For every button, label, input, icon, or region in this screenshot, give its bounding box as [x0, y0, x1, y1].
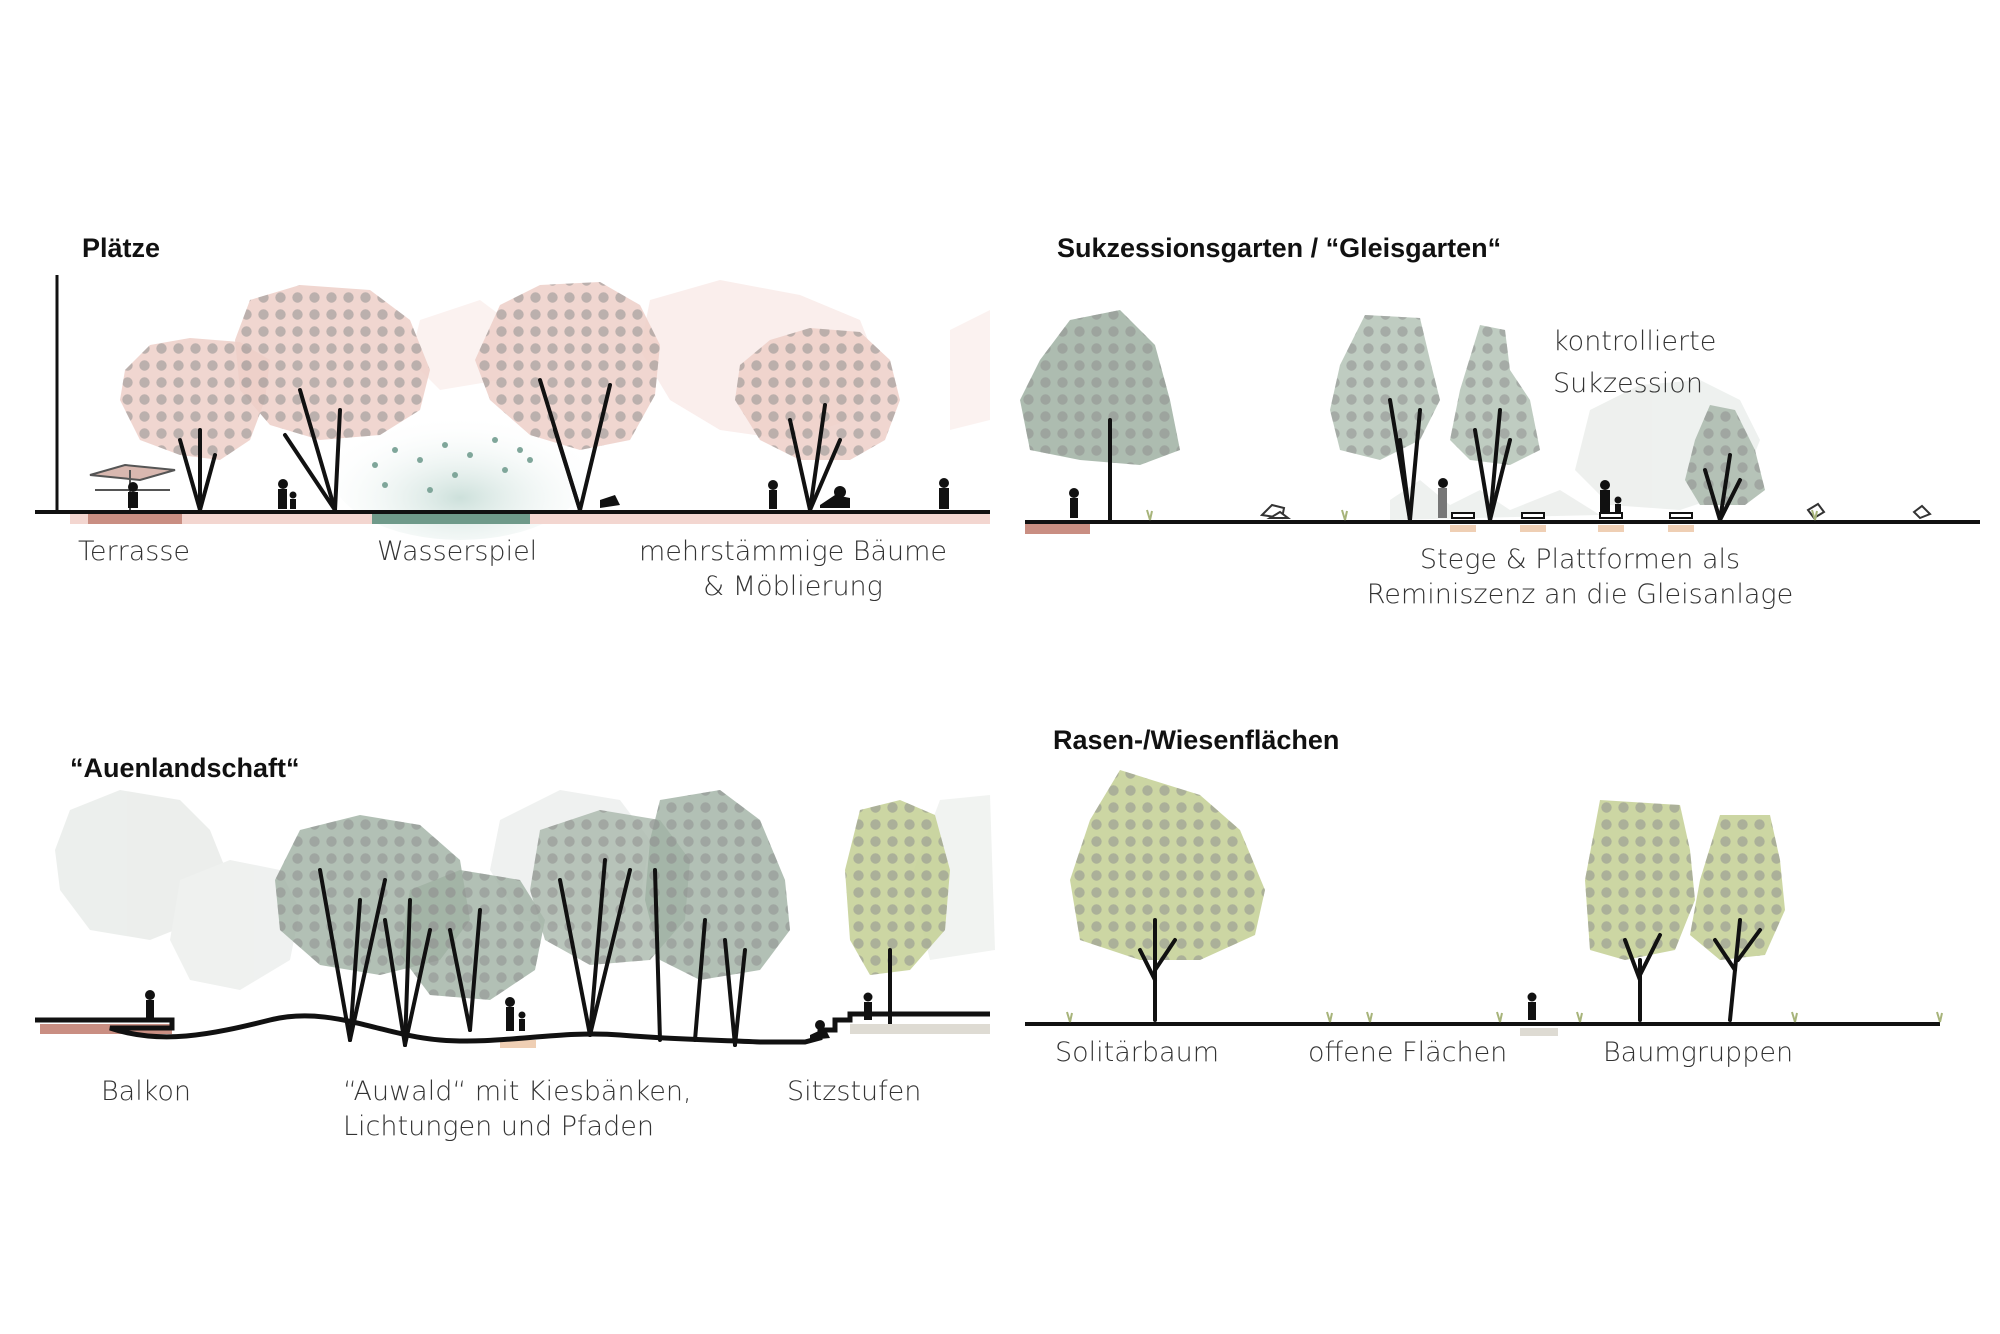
people-plaetze	[128, 478, 949, 509]
canopy-1	[120, 338, 270, 460]
path-mark	[1520, 1028, 1558, 1036]
section-title-plaetze: Plätze	[82, 233, 161, 263]
canopy-a4	[645, 790, 790, 980]
water-spray-dots	[372, 437, 533, 493]
platform-benches	[1451, 512, 1693, 519]
stones	[1259, 502, 1932, 520]
canopy-r3	[1690, 815, 1785, 960]
canopy-r2	[1585, 800, 1695, 960]
terrain-line-auen	[35, 1011, 990, 1045]
canopy-a5	[845, 800, 950, 975]
canopy-2	[235, 285, 430, 440]
label-kontrolliert-line2: Sukzession	[1553, 368, 1703, 399]
canopy-s2	[1330, 315, 1440, 460]
section-plaetze	[35, 275, 990, 540]
label-kontrolliert-line1: kontrollierte	[1553, 326, 1717, 357]
label-balkon: Balkon	[101, 1076, 192, 1107]
label-stege-line2: Reminiszenz an die Gleisanlage	[1366, 579, 1794, 610]
people-sukzession	[1069, 478, 1622, 518]
label-offene-flaechen: offene Flächen	[1308, 1037, 1508, 1068]
section-sukzession	[1020, 310, 1980, 534]
tree-trunks-rasen	[1138, 918, 1762, 1022]
ground-water-strip	[372, 514, 530, 524]
person-rasen	[1527, 992, 1537, 1020]
people-auen	[145, 990, 873, 1040]
tree-trunks-auen	[318, 858, 892, 1047]
section-title-auen: “Auenlandschaft“	[70, 753, 300, 783]
label-solitaerbaum: Solitärbaum	[1055, 1037, 1219, 1068]
canopy-s1	[1020, 310, 1180, 465]
platform-marks	[1450, 525, 1694, 532]
section-title-sukzession: Sukzessionsgarten / “Gleisgarten“	[1057, 233, 1502, 263]
canopy-s4	[1685, 405, 1765, 505]
tree-trunks	[178, 378, 842, 512]
label-sitzstufen: Sitzstufen	[787, 1076, 922, 1107]
ground-terrace-strip	[88, 514, 182, 524]
ground-pink-mark	[1025, 524, 1090, 534]
canopy-s3	[1450, 325, 1540, 465]
section-rasen	[1025, 770, 1940, 1036]
section-title-rasen: Rasen-/Wiesenflächen	[1053, 725, 1340, 755]
steps-grey	[850, 1024, 990, 1034]
label-auwald-line1: “Auwald“ mit Kiesbänken,	[343, 1076, 692, 1107]
section-auen	[35, 790, 995, 1048]
canopy-a2	[400, 870, 545, 1000]
balcony-pink	[40, 1024, 172, 1034]
label-baeume-line2: & Möblierung	[703, 571, 883, 602]
label-stege-line1: Stege & Plattformen als	[1419, 544, 1741, 575]
grass-tufts	[1066, 509, 1943, 1023]
canopy-r1	[1070, 770, 1265, 960]
canopy-3	[475, 282, 660, 450]
label-wasserspiel: Wasserspiel	[377, 536, 538, 567]
water-mist	[330, 400, 590, 540]
canopy-4	[735, 328, 900, 460]
label-baeume-line1: mehrstämmige Bäume	[638, 536, 948, 567]
label-baumgruppen: Baumgruppen	[1603, 1037, 1794, 1068]
label-terrasse: Terrasse	[78, 536, 191, 567]
tree-trunks-s	[1108, 398, 1742, 522]
gravel-mark	[500, 1040, 536, 1048]
label-auwald-line2: Lichtungen und Pfaden	[343, 1111, 654, 1142]
